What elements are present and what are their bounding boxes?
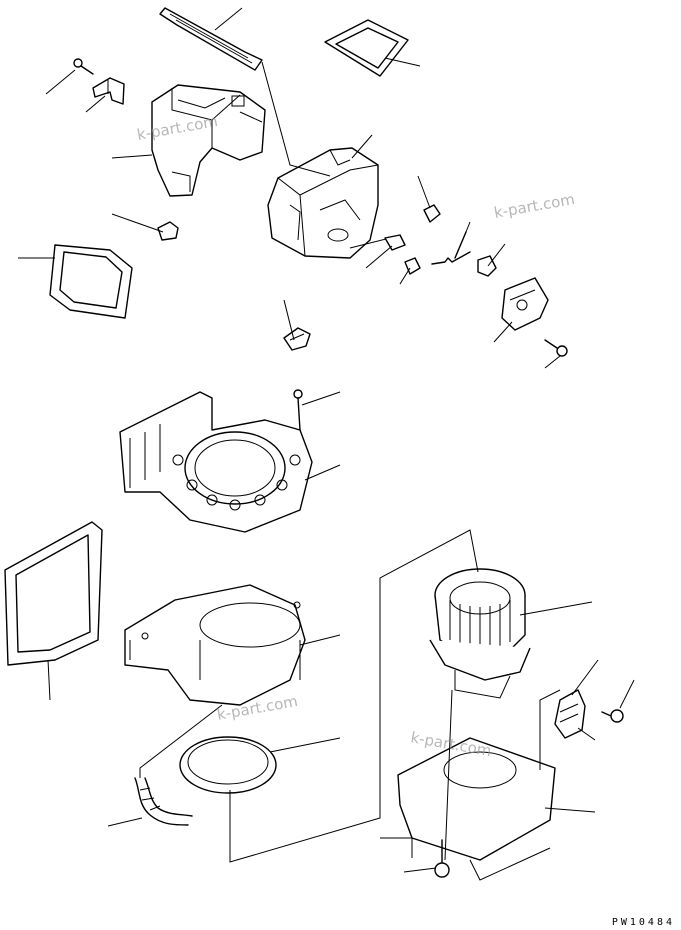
- figure-code: PW10484: [611, 917, 675, 928]
- bolt-bracket: [434, 839, 450, 878]
- screw-top-left: [73, 58, 94, 75]
- drain-hose: [134, 777, 193, 826]
- servo-motor: [477, 255, 549, 331]
- blower-case-upper: [119, 391, 313, 533]
- intake-case: [267, 147, 391, 259]
- gasket-large-left: [4, 521, 103, 666]
- lever-link: [384, 204, 441, 275]
- blower-fan-motor: [429, 568, 531, 699]
- ring-seal: [179, 736, 277, 794]
- duct-housing-upper: [151, 84, 266, 197]
- filter-panel-top: [159, 7, 263, 71]
- screw-resistor: [601, 709, 624, 723]
- mounting-bracket: [380, 689, 561, 881]
- clip-small: [157, 221, 179, 241]
- screw-mid: [293, 389, 303, 431]
- resistor: [554, 689, 586, 739]
- gasket-square-top: [324, 19, 409, 77]
- watermark-2: k-part.com: [493, 190, 577, 222]
- blower-case-lower: [124, 584, 306, 706]
- gasket-left: [49, 244, 133, 319]
- screw-servo: [544, 339, 568, 357]
- rod-spring: [431, 231, 471, 265]
- bracket-small: [92, 77, 125, 105]
- leader-lines: [18, 7, 635, 873]
- clip-mid: [283, 327, 311, 351]
